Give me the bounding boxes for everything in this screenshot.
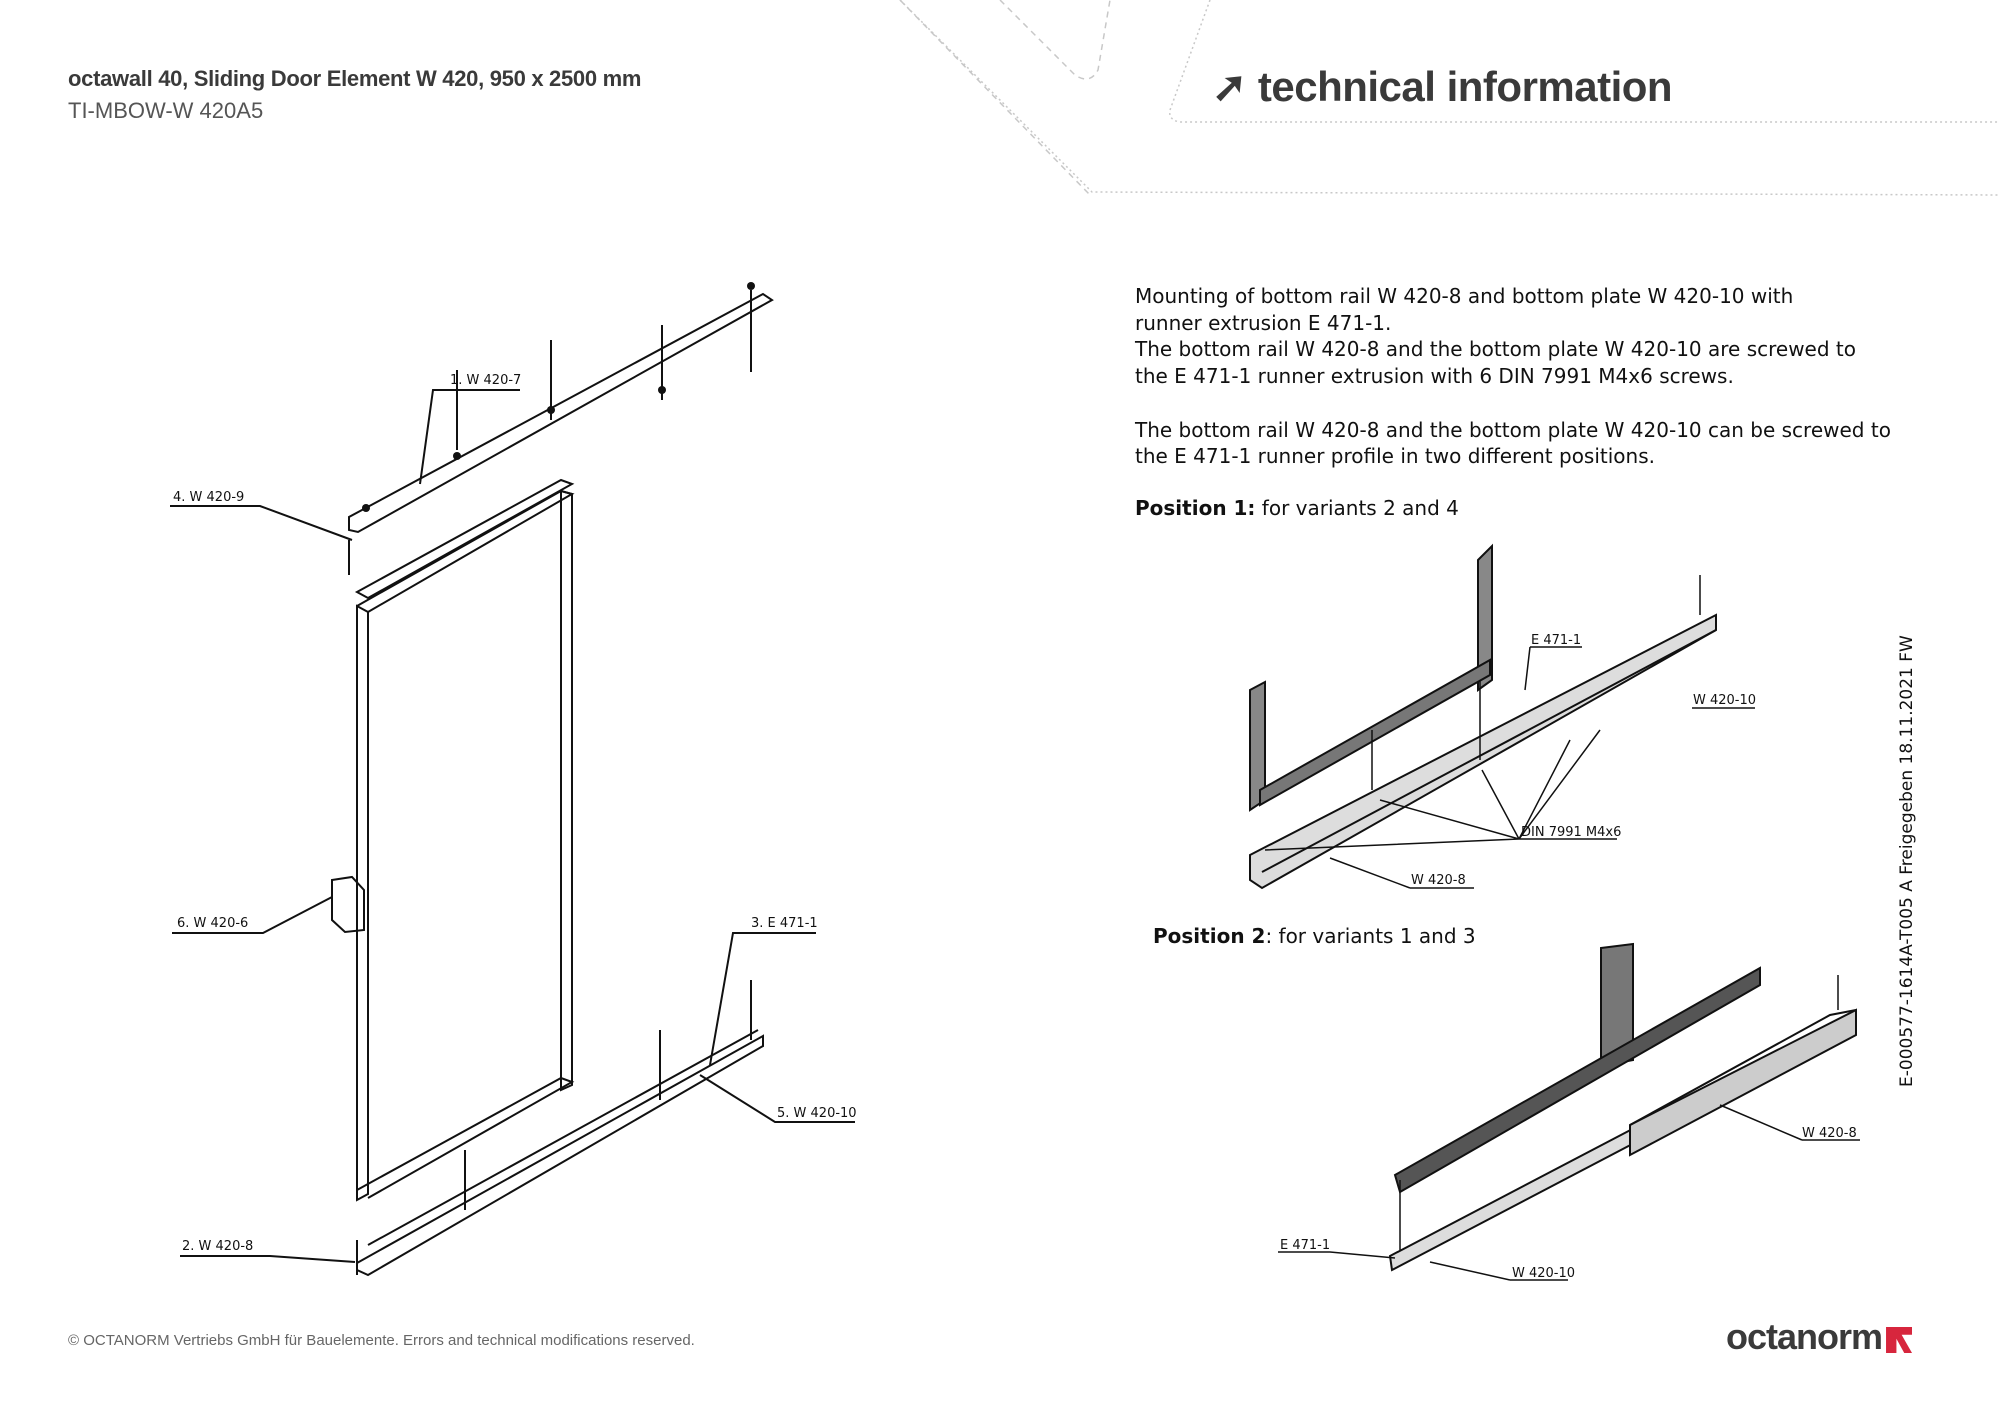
- document-title: octawall 40, Sliding Door Element W 420,…: [68, 66, 642, 91]
- label-w420-7: 1. W 420-7: [450, 373, 521, 388]
- description-line: The bottom rail W 420-8 and the bottom p…: [1135, 337, 1856, 362]
- arrow-up-right-icon: ➚: [1212, 63, 1247, 110]
- label-e471-1-pos1: E 471-1: [1531, 633, 1581, 648]
- position-1-text: for variants 2 and 4: [1255, 496, 1459, 520]
- description-line: The bottom rail W 420-8 and the bottom p…: [1135, 417, 1891, 442]
- position-2-text: : for variants 1 and 3: [1265, 924, 1476, 948]
- logo-mark-icon: [1886, 1327, 1913, 1353]
- label-w420-8-pos1: W 420-8: [1411, 873, 1466, 888]
- section-heading: ➚ technical information: [1212, 62, 1673, 111]
- description-line: runner extrusion E 471-1.: [1135, 310, 1392, 335]
- description: Mounting of bottom rail W 420-8 and bott…: [1135, 283, 1891, 470]
- description-line: the E 471-1 runner profile in two differ…: [1135, 444, 1655, 469]
- label-w420-8: 2. W 420-8: [182, 1239, 253, 1254]
- description-line: Mounting of bottom rail W 420-8 and bott…: [1135, 284, 1794, 308]
- position-2-label: Position 2: [1153, 924, 1266, 948]
- document-release-note: E-000577-1614A-T005 A Freigegeben 18.11.…: [1897, 635, 1917, 1087]
- label-e471-1-pos2: E 471-1: [1280, 1238, 1330, 1253]
- position-1-label: Position 1:: [1135, 496, 1256, 520]
- label-w420-10-pos2: W 420-10: [1512, 1266, 1575, 1281]
- copyright-notice: © OCTANORM Vertriebs GmbH für Bauelement…: [68, 1332, 695, 1349]
- label-w420-10-pos1: W 420-10: [1693, 693, 1756, 708]
- octanorm-logo: octanorm: [1726, 1316, 1913, 1358]
- label-w420-10: 5. W 420-10: [777, 1106, 857, 1121]
- label-w420-8-pos2: W 420-8: [1802, 1126, 1857, 1141]
- label-e471-1: 3. E 471-1: [751, 916, 818, 931]
- position-1-caption: Position 1: for variants 2 and 4: [1135, 496, 1459, 520]
- logo-text: octanorm: [1726, 1316, 1883, 1357]
- label-w420-9: 4. W 420-9: [173, 490, 244, 505]
- section-heading-text: technical information: [1257, 63, 1673, 110]
- position-2-caption: Position 2: for variants 1 and 3: [1153, 924, 1476, 948]
- description-line: the E 471-1 runner extrusion with 6 DIN …: [1135, 364, 1734, 389]
- label-screws-pos1: DIN 7991 M4x6: [1521, 825, 1621, 840]
- label-w420-6: 6. W 420-6: [177, 916, 248, 931]
- document-code: TI-MBOW-W 420A5: [68, 98, 264, 123]
